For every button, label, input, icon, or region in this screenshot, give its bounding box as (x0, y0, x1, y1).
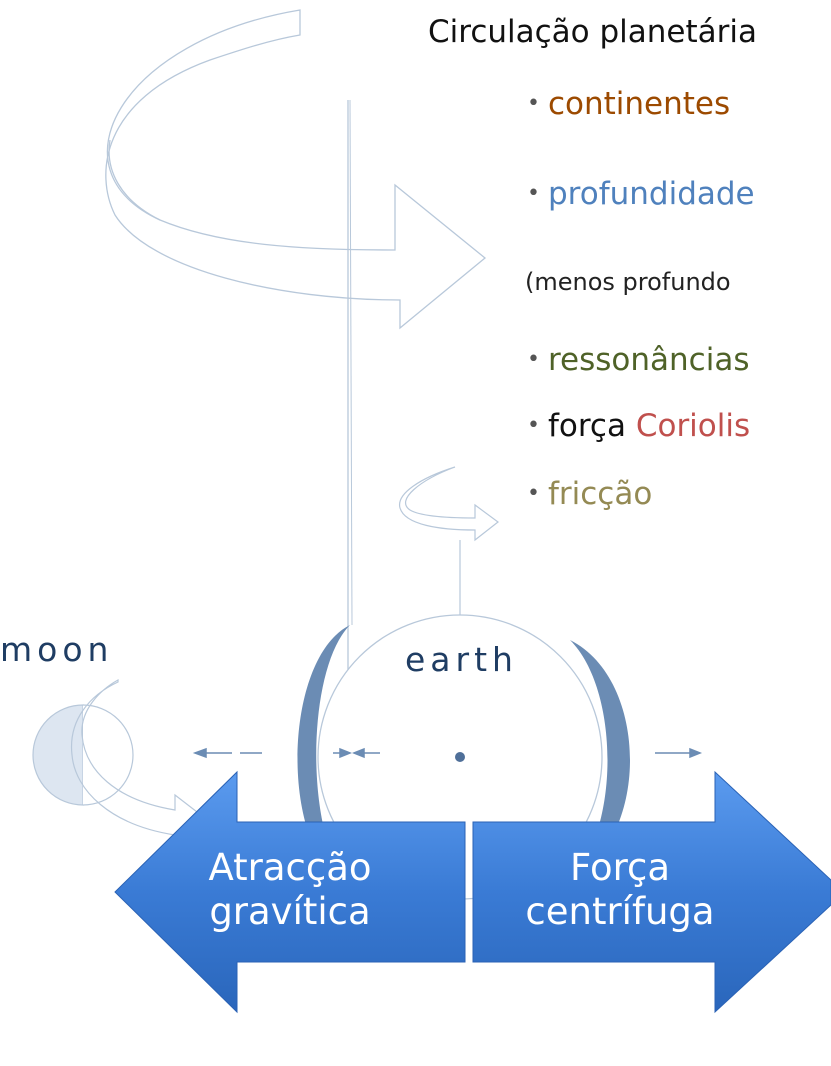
earth-spin-arrow-icon (399, 466, 499, 625)
large-rotation-arrow-icon (105, 9, 487, 330)
gravitational-attraction-label: Atracção gravítica (170, 846, 410, 934)
bullet-text: profundidade (547, 176, 755, 212)
moon-label: moon (0, 630, 114, 669)
arrow-left-line1: Atracção (208, 846, 372, 889)
earth-left-bulge (297, 625, 350, 885)
force-arrows (192, 747, 703, 759)
arrow-right-line2: centrífuga (525, 890, 715, 933)
bullet-text: continentes (547, 86, 731, 122)
earth-label: earth (405, 640, 518, 679)
arrow-right-line1: Força (569, 846, 670, 889)
bullet-ressonancias: •ressonâncias (527, 342, 750, 378)
page-title: Circulação planetária (428, 14, 757, 50)
rotation-axis-line-upper (349, 99, 353, 626)
centrifugal-force-label: Força centrífuga (495, 846, 745, 934)
arrow-left-line2: gravítica (209, 890, 371, 933)
moon-icon (32, 704, 134, 806)
force-arrows-blue (114, 770, 831, 1014)
bullet-profundidade: •profundidade (527, 176, 755, 212)
bullet-continentes: •continentes (527, 86, 731, 122)
bullet-note: (menos profundo (525, 268, 731, 296)
earth-center-dot (455, 752, 465, 762)
bullet-prefix: força (547, 408, 636, 444)
bullet-friccao: •fricção (527, 476, 653, 512)
bullet-text: fricção (547, 476, 653, 512)
earth-right-bulge (570, 640, 630, 880)
bullet-text: ressonâncias (547, 342, 750, 378)
bullet-text: Coriolis (635, 408, 751, 444)
bullet-coriolis: •força Coriolis (527, 408, 751, 444)
